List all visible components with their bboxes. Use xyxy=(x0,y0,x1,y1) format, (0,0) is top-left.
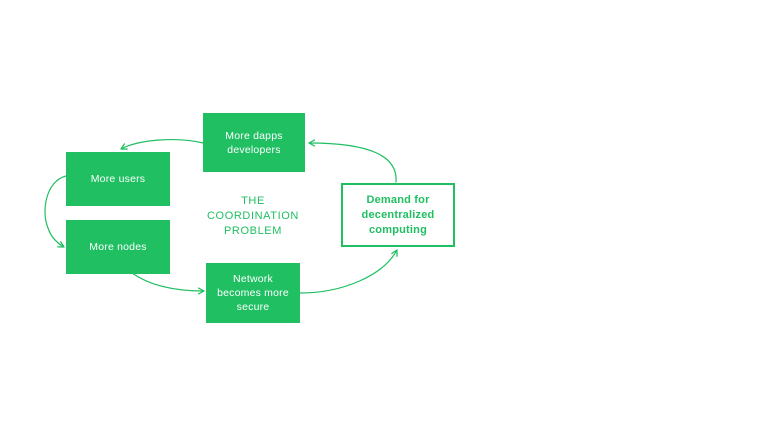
node-more-nodes: More nodes xyxy=(66,220,170,274)
node-more-dapps-developers: More dapps developers xyxy=(203,113,305,172)
arrow-nodes-to-secure xyxy=(131,272,205,295)
arrow-secure-to-demand xyxy=(299,249,398,294)
node-network-becomes-more-secure: Network becomes more secure xyxy=(206,263,300,323)
node-more-users: More users xyxy=(66,152,170,206)
node-demand-for-decentralized-computing: Demand for decentralized computing xyxy=(341,183,455,247)
arrow-demand-to-dapps xyxy=(308,139,397,183)
arrow-users-to-nodes xyxy=(44,175,67,248)
diagram-center-title: THE COORDINATION PROBLEM xyxy=(207,195,299,237)
arrow-dapps-to-users xyxy=(120,139,204,150)
